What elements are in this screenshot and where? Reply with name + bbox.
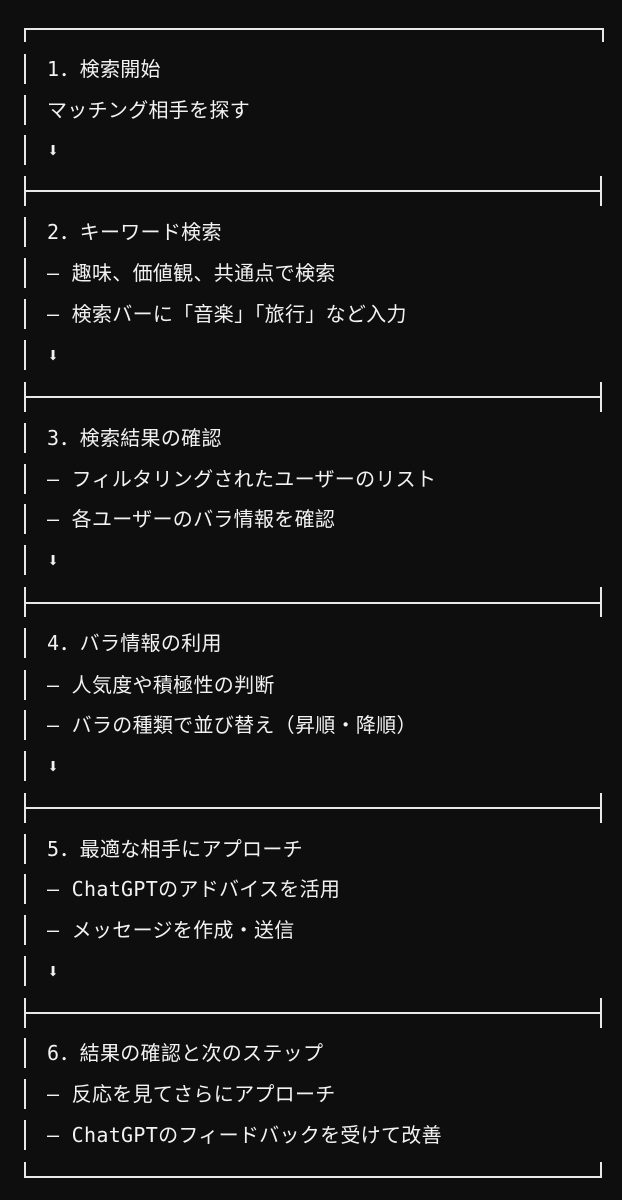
bottom-right-corner — [600, 1162, 602, 1178]
step-6-item-line: – 反応を見てさらにアプローチ — [24, 1079, 336, 1109]
down-arrow-icon: ⬇ — [47, 343, 60, 367]
step-1-item-line: マッチング相手を探す — [24, 95, 250, 125]
step-1-heading-line: 1．検索開始 — [24, 54, 161, 84]
down-arrow-icon: ⬇ — [47, 138, 60, 162]
step-4-item-2: – バラの種類で並び替え（昇順・降順） — [47, 713, 417, 737]
down-arrow-icon: ⬇ — [47, 754, 60, 778]
step-2-arrow-line: ⬇ — [24, 340, 59, 370]
step-4-item-line: – 人気度や積極性の判断 — [24, 670, 275, 700]
separator-5-right — [600, 998, 602, 1028]
step-4-heading-line: 4．バラ情報の利用 — [24, 628, 222, 658]
bottom-left-corner — [24, 1162, 26, 1178]
step-1-heading: 1．検索開始 — [47, 57, 161, 81]
step-5-heading-line: 5．最適な相手にアプローチ — [24, 834, 303, 864]
step-5-item-line: – ChatGPTのアドバイスを活用 — [24, 874, 340, 904]
separator-1-right — [600, 176, 602, 206]
step-6-item-1: – 反応を見てさらにアプローチ — [47, 1082, 336, 1106]
step-4-item-line: – バラの種類で並び替え（昇順・降順） — [24, 710, 417, 740]
step-6-heading-line: 6．結果の確認と次のステップ — [24, 1038, 323, 1068]
step-4-heading: 4．バラ情報の利用 — [47, 631, 222, 655]
step-2-heading-line: 2．キーワード検索 — [24, 217, 222, 247]
separator-3 — [24, 602, 602, 604]
step-4-arrow-line: ⬇ — [24, 751, 59, 781]
separator-1 — [24, 190, 602, 192]
separator-2-right — [600, 382, 602, 412]
step-3-item-2: – 各ユーザーのバラ情報を確認 — [47, 507, 336, 531]
step-3-arrow-line: ⬇ — [24, 545, 59, 575]
down-arrow-icon: ⬇ — [47, 548, 60, 572]
separator-4-right — [600, 793, 602, 823]
step-5-item-line: – メッセージを作成・送信 — [24, 915, 295, 945]
step-2-item-line: – 検索バーに「音楽」「旅行」など入力 — [24, 299, 407, 329]
separator-2 — [24, 396, 602, 398]
step-5-item-1: – ChatGPTのアドバイスを活用 — [47, 877, 341, 901]
step-5-arrow-line: ⬇ — [24, 956, 59, 986]
step-6-heading: 6．結果の確認と次のステップ — [47, 1041, 324, 1065]
down-arrow-icon: ⬇ — [47, 959, 60, 983]
step-6-item-line: – ChatGPTのフィードバックを受けて改善 — [24, 1120, 442, 1150]
step-2-item-line: – 趣味、価値観、共通点で検索 — [24, 258, 336, 288]
step-2-heading: 2．キーワード検索 — [47, 220, 222, 244]
step-2-item-2: – 検索バーに「音楽」「旅行」など入力 — [47, 302, 407, 326]
step-3-heading-line: 3．検索結果の確認 — [24, 423, 222, 453]
top-border — [24, 28, 604, 30]
top-left-corner — [24, 28, 26, 42]
bottom-border — [24, 1176, 602, 1178]
step-3-item-1: – フィルタリングされたユーザーのリスト — [47, 467, 437, 491]
step-3-item-line: – フィルタリングされたユーザーのリスト — [24, 464, 436, 494]
separator-5 — [24, 1012, 602, 1014]
step-1-arrow-line: ⬇ — [24, 135, 59, 165]
step-5-item-2: – メッセージを作成・送信 — [47, 918, 295, 942]
separator-4 — [24, 807, 602, 809]
separator-3-right — [600, 587, 602, 617]
step-4-item-1: – 人気度や積極性の判断 — [47, 673, 275, 697]
top-right-corner — [602, 28, 604, 42]
step-2-item-1: – 趣味、価値観、共通点で検索 — [47, 261, 336, 285]
step-3-heading: 3．検索結果の確認 — [47, 426, 222, 450]
step-5-heading: 5．最適な相手にアプローチ — [47, 837, 303, 861]
step-6-item-2: – ChatGPTのフィードバックを受けて改善 — [47, 1123, 442, 1147]
step-3-item-line: – 各ユーザーのバラ情報を確認 — [24, 504, 335, 534]
step-1-item-1: マッチング相手を探す — [47, 98, 250, 122]
